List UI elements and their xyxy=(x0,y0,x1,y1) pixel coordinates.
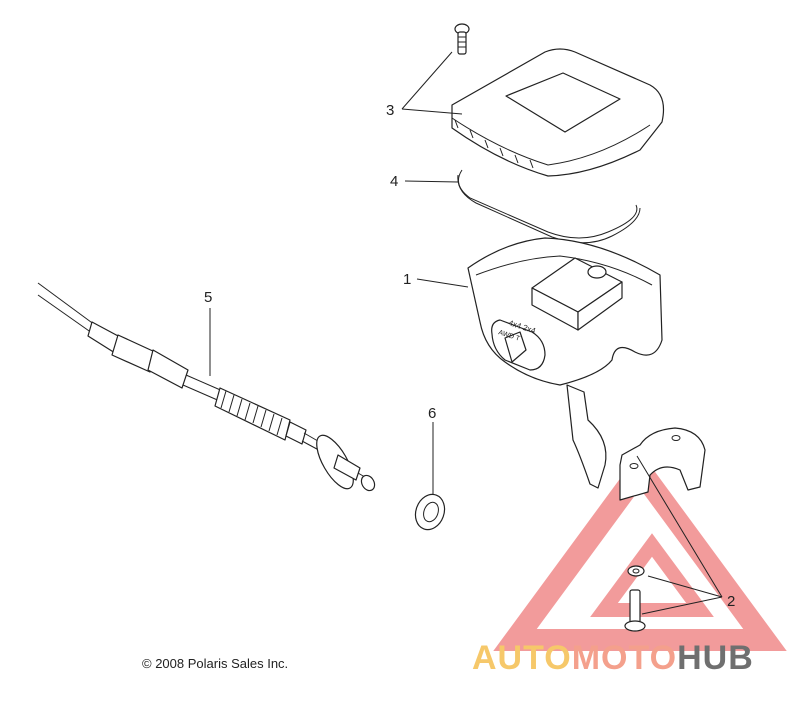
callout-1: 1 xyxy=(403,271,411,288)
watermark-hub: HUB xyxy=(677,639,754,677)
part-2-clamp xyxy=(619,427,706,501)
part-2-washer xyxy=(627,565,645,577)
part-6-oring xyxy=(414,493,446,531)
part-3-cover xyxy=(451,48,665,177)
part-3-screw xyxy=(454,23,470,55)
part-4-gasket xyxy=(457,169,641,244)
part-1-switch-housing: 4x4 2x4 AWD T xyxy=(467,237,663,489)
callout-6: 6 xyxy=(428,405,436,422)
callout-2: 2 xyxy=(727,593,735,610)
callout-5: 5 xyxy=(204,289,212,306)
watermark-moto: MOTO xyxy=(572,639,677,677)
watermark-auto: AUTO xyxy=(472,639,572,677)
leader-lines xyxy=(209,51,723,615)
watermark-logo xyxy=(493,451,787,651)
watermark-text: AUTOMOTOHUB xyxy=(472,639,754,677)
callout-4: 4 xyxy=(390,173,398,190)
watermark-triangle-outer xyxy=(493,451,787,651)
part-2-bolt xyxy=(624,589,646,632)
copyright-text: © 2008 Polaris Sales Inc. xyxy=(142,656,288,671)
part-5-cable xyxy=(37,282,376,492)
callout-3: 3 xyxy=(386,102,394,119)
watermark-triangle-inner xyxy=(590,533,714,617)
